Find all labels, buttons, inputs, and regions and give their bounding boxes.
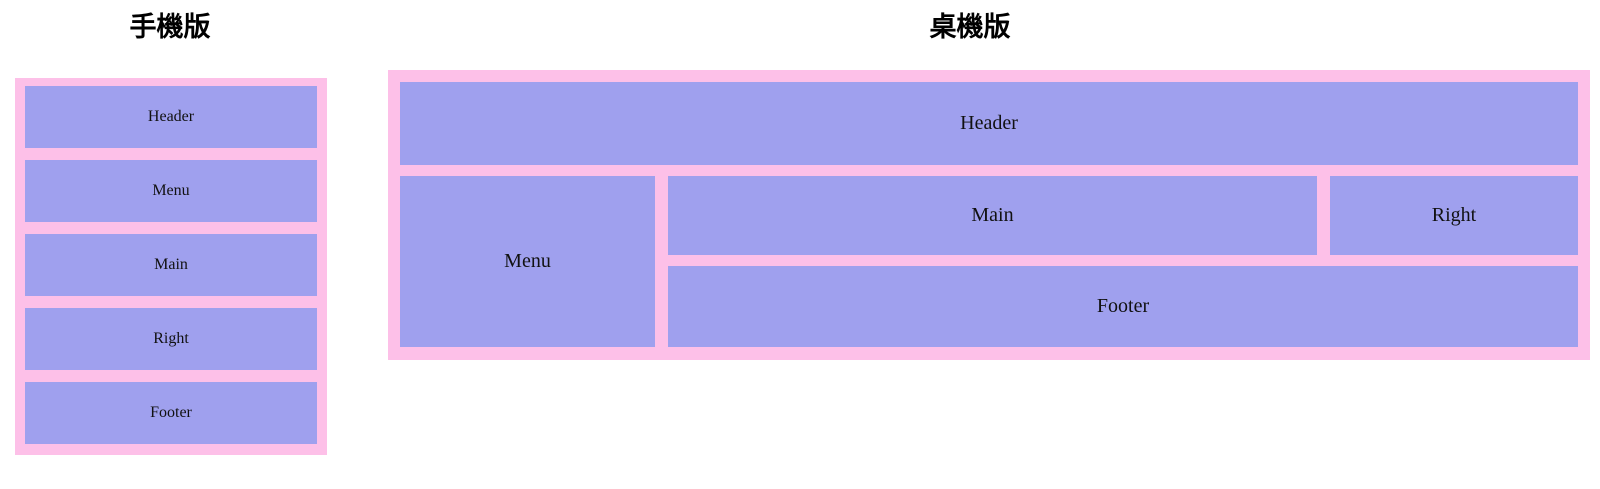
mobile-layout-title: 手機版 <box>129 12 211 42</box>
desktop-block-header: Header <box>400 82 1578 165</box>
desktop-block-menu: Menu <box>400 176 655 347</box>
mobile-block-menu: Menu <box>25 160 317 222</box>
desktop-layout-title: 桌機版 <box>929 12 1011 42</box>
mobile-block-right: Right <box>25 308 317 370</box>
desktop-block-main: Main <box>668 176 1317 255</box>
mobile-block-footer: Footer <box>25 382 317 444</box>
desktop-block-footer: Footer <box>668 266 1578 347</box>
desktop-wireframe-container: Header Menu Main Right Footer <box>388 70 1590 360</box>
mobile-block-header: Header <box>25 86 317 148</box>
mobile-wireframe-container: Header Menu Main Right Footer <box>15 78 327 455</box>
desktop-block-right: Right <box>1330 176 1578 255</box>
mobile-block-main: Main <box>25 234 317 296</box>
